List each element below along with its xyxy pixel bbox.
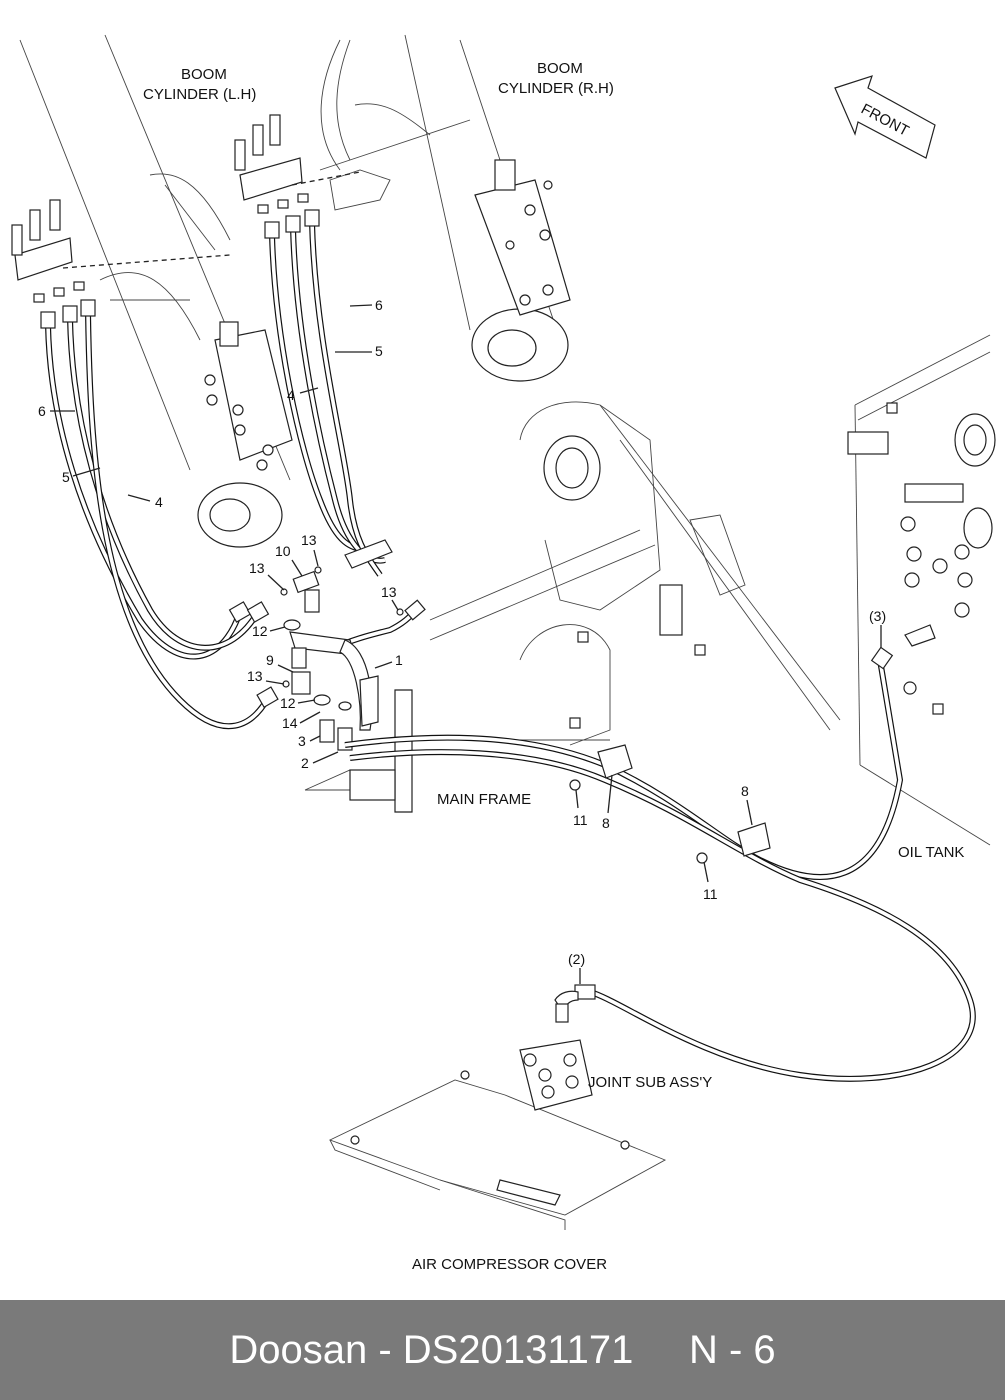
label-boom-cylinder-rh-line2: CYLINDER (R.H)	[498, 80, 614, 97]
callout-5-rh: 5	[375, 343, 383, 359]
callout-2: 2	[301, 755, 309, 771]
footer-spacer	[633, 1328, 689, 1373]
callout-11-b: 11	[703, 886, 718, 902]
callout-3: 3	[298, 733, 306, 749]
oil-tank	[847, 334, 996, 846]
callout-1: 1	[395, 652, 403, 668]
joint-sub-assy	[519, 1003, 593, 1111]
callout-5-lh: 5	[62, 469, 70, 485]
main-frame-structure	[304, 401, 841, 813]
boom-cylinder-lh	[19, 34, 293, 548]
callout-13-b: 13	[301, 532, 317, 548]
callout-4-rh: 4	[287, 387, 295, 403]
callout-ref-3: (3)	[869, 608, 886, 624]
callout-12-a: 12	[252, 623, 268, 639]
callout-14: 14	[282, 715, 298, 731]
callout-4-lh: 4	[155, 494, 163, 510]
label-main-frame: MAIN FRAME	[437, 791, 531, 808]
footer-page-number: N - 6	[688, 1327, 776, 1372]
callout-12-b: 12	[280, 695, 296, 711]
footer-part-number: Doosan - DS20131171	[229, 1327, 634, 1372]
callout-11-a: 11	[573, 812, 588, 828]
callout-ref-2: (2)	[568, 951, 585, 967]
long-hose-run	[344, 646, 976, 1082]
label-boom-cylinder-lh-line1: BOOM	[181, 66, 227, 83]
callouts: 6 5 4 6 5 4 13 10 13 13 12 9 1 13 12 14 …	[38, 297, 886, 984]
callout-6-rh: 6	[375, 297, 383, 313]
hose-set-lh	[40, 299, 279, 729]
label-boom-cylinder-lh-line2: CYLINDER (L.H)	[143, 86, 256, 103]
parts-diagram: FRONT	[11, 34, 996, 1273]
callout-6-lh: 6	[38, 403, 46, 419]
callout-8-b: 8	[741, 783, 749, 799]
callout-9: 9	[266, 652, 274, 668]
center-bracket-assembly	[280, 539, 404, 751]
valve-bracket-rh	[234, 114, 361, 214]
label-air-compressor-cover: AIR COMPRESSOR COVER	[412, 1256, 607, 1273]
label-joint-sub-assy: JOINT SUB ASS'Y	[588, 1074, 712, 1091]
air-compressor-cover	[328, 1070, 667, 1230]
footer-bar: Doosan - DS20131171 N - 6	[0, 1300, 1005, 1400]
callout-10: 10	[275, 543, 291, 559]
boom-cylinder-rh	[319, 34, 571, 382]
valve-bracket-lh	[11, 199, 231, 303]
label-oil-tank: OIL TANK	[898, 844, 964, 861]
callout-8-a: 8	[602, 815, 610, 831]
front-arrow: FRONT	[834, 75, 936, 159]
callout-13-d: 13	[247, 668, 263, 684]
callout-13-a: 13	[249, 560, 265, 576]
label-boom-cylinder-rh-line1: BOOM	[537, 60, 583, 77]
callout-13-c: 13	[381, 584, 397, 600]
